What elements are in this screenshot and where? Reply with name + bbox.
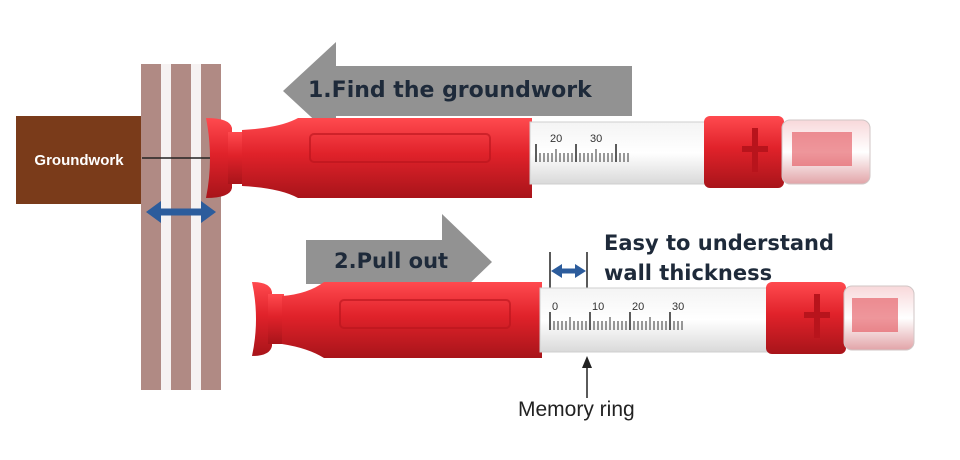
bottom-tool: 0 10 20 30: [252, 282, 914, 358]
bottom-scale-tick-label: 30: [672, 301, 684, 313]
bottom-scale-tick-label: 0: [552, 301, 558, 313]
step1-label: 1.Find the groundwork: [308, 78, 592, 103]
description-line2: wall thickness: [604, 258, 834, 288]
top-scale-tick-label: 30: [590, 133, 602, 145]
description: Easy to understand wall thickness: [604, 228, 834, 288]
memory-ring-label: Memory ring: [518, 398, 635, 422]
wall-layers: [141, 64, 221, 390]
bottom-scale-tick-label: 10: [592, 301, 604, 313]
description-line1: Easy to understand: [604, 228, 834, 258]
top-scale-tick-label: 20: [550, 133, 562, 145]
groundwork-label: Groundwork: [16, 116, 142, 204]
bottom-scale-tube: [540, 288, 768, 352]
step2-label: 2.Pull out: [334, 249, 448, 273]
thickness-measure-arrow: [550, 252, 587, 290]
pointer-arrow-icon: [582, 356, 592, 398]
bottom-scale-tick-label: 20: [632, 301, 644, 313]
